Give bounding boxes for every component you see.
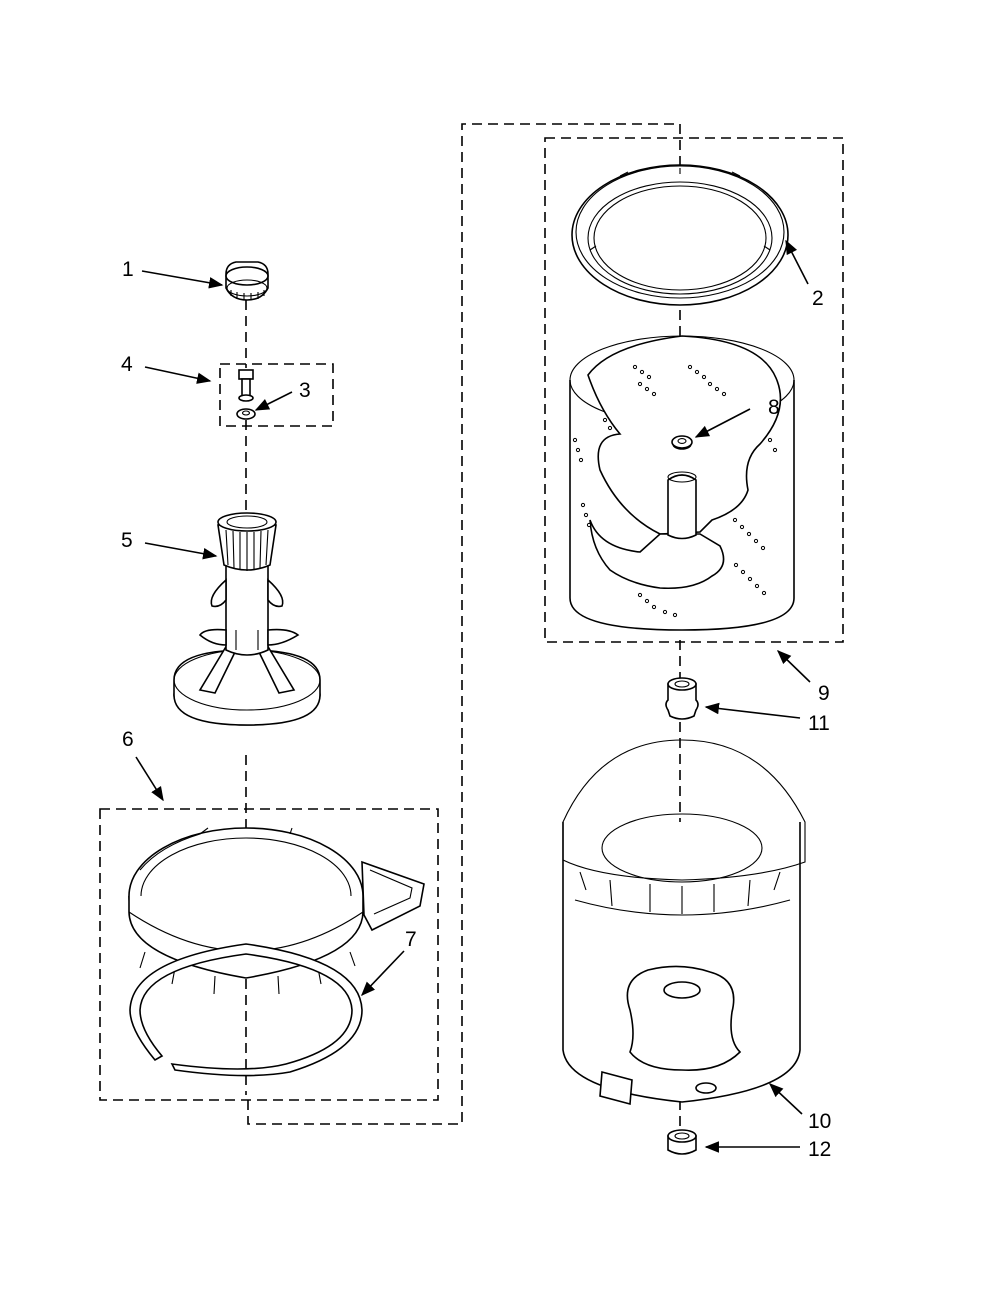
part-12-plug [667, 1129, 697, 1155]
basket-perforations [572, 364, 778, 618]
callout-9: 9 [818, 682, 830, 705]
part-8-spanner-nut [671, 435, 693, 449]
callout-10: 10 [808, 1110, 831, 1133]
group-box-6 [99, 808, 439, 1101]
part-4-bolt [238, 369, 254, 402]
callout-4: 4 [121, 353, 133, 376]
callout-1: 1 [122, 258, 134, 281]
group-box-4 [219, 363, 334, 427]
callout-12: 12 [808, 1138, 831, 1161]
leader-arrow-7 [361, 950, 405, 997]
leader-arrow-4 [144, 366, 212, 384]
leader-arrow-8 [694, 408, 751, 438]
callout-3: 3 [299, 379, 311, 402]
part-11-bushing [665, 677, 699, 720]
part-9-spin-basket [569, 335, 795, 631]
callout-8: 8 [768, 396, 780, 419]
part-5-agitator [173, 512, 321, 726]
leader-arrow-2 [785, 239, 809, 285]
assembly-connector-line [247, 123, 681, 1125]
leader-arrow-10 [768, 1083, 803, 1115]
leader-arrow-6 [135, 756, 164, 802]
group-box-9 [544, 137, 844, 643]
leader-arrow-1 [141, 270, 224, 289]
part-3-washer [236, 408, 256, 420]
leader-arrow-11 [704, 702, 801, 719]
part-7-snap-ring [129, 943, 363, 1077]
callout-7: 7 [405, 928, 417, 951]
part-10-outer-tub [562, 739, 806, 1106]
leader-arrow-3 [254, 391, 293, 411]
callout-6: 6 [122, 728, 134, 751]
leader-arrow-5 [144, 542, 218, 560]
callout-11: 11 [808, 712, 830, 735]
leader-arrow-9 [776, 649, 811, 683]
part-2-balance-ring [571, 164, 789, 306]
callout-2: 2 [812, 287, 824, 310]
callout-5: 5 [121, 529, 133, 552]
part-1-agitator-cap [225, 261, 269, 301]
